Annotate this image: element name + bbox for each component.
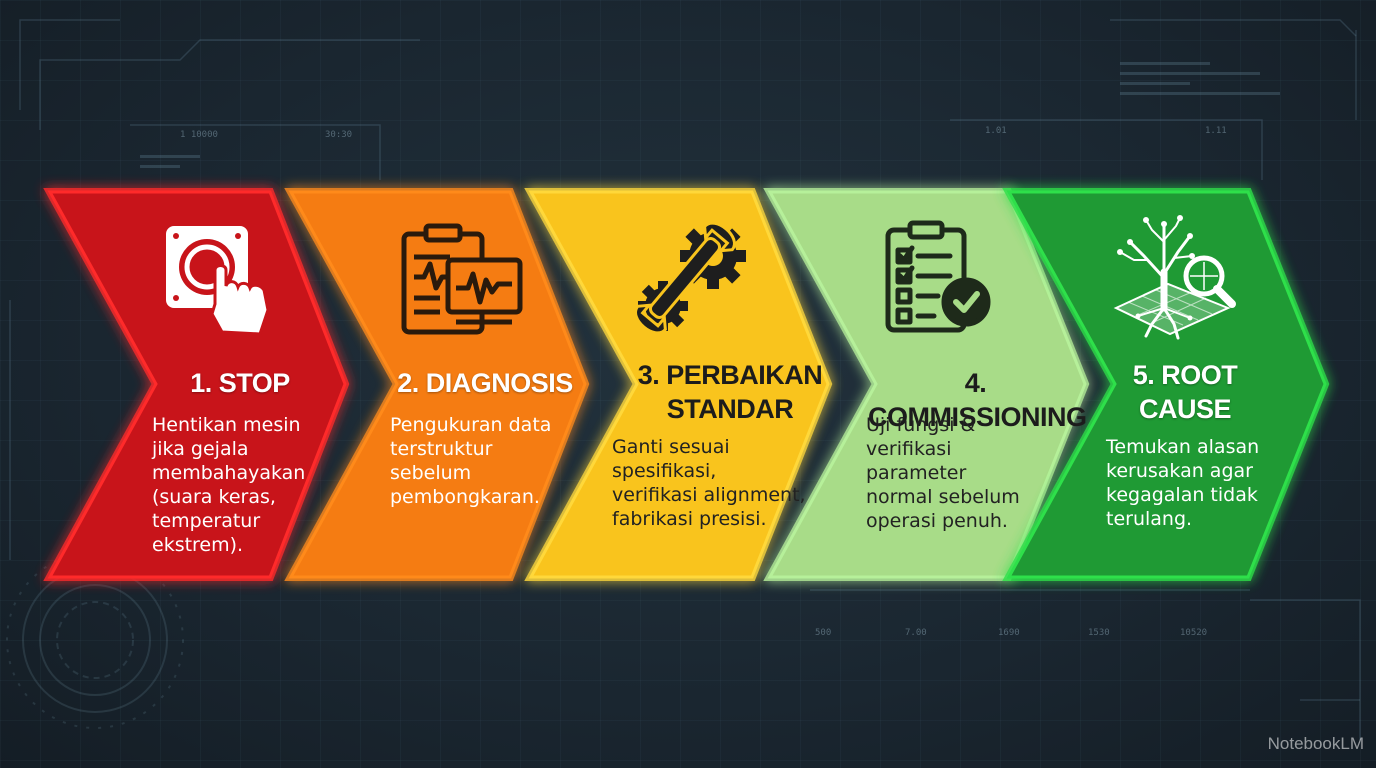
step-1-arrow [47,190,347,579]
step-1-description: Hentikan mesin jika gejala membahayakan … [152,414,306,556]
step-4-title: 4. COMMISSIONING [868,368,1087,432]
clipboard-monitor-icon [400,222,525,342]
step-2-title: 2. DIAGNOSIS [397,368,573,398]
step-2-description: Pengukuran data terstruktur sebelum pemb… [390,414,552,508]
step-3-description: Ganti sesuai spesifikasi, verifikasi ali… [612,436,806,530]
step-3-arrow [528,190,830,579]
hud-label: 1.01 [985,126,1007,136]
hud-label: 30:30 [325,130,353,140]
step-5-description: Temukan alasan kerusakan agar kegagalan … [1106,436,1260,530]
checklist-clipboard-icon [882,220,994,343]
hud-label: 10520 [1180,628,1208,638]
hud-label: 1690 [998,628,1020,638]
hud-label: 1530 [1088,628,1110,638]
step-4-description: Uji fungsi & verifikasi parameter normal… [866,414,1020,532]
step-5-title: 5. ROOT CAUSE [1132,360,1238,424]
step-5-arrow [1006,190,1327,579]
hud-label: 500 [815,628,832,638]
step-1-title: 1. STOP [190,368,290,398]
step-3-title: 3. PERBAIKAN STANDAR [637,360,823,424]
emergency-stop-button-icon [160,222,275,345]
tree-magnifier-icon [1108,212,1243,347]
hud-label: 1 10000 [180,130,218,140]
hud-label: 7.00 [905,628,927,638]
watermark: NotebookLM [1267,734,1364,753]
wrench-gears-icon [625,220,750,343]
hud-label: 1.11 [1205,126,1227,136]
